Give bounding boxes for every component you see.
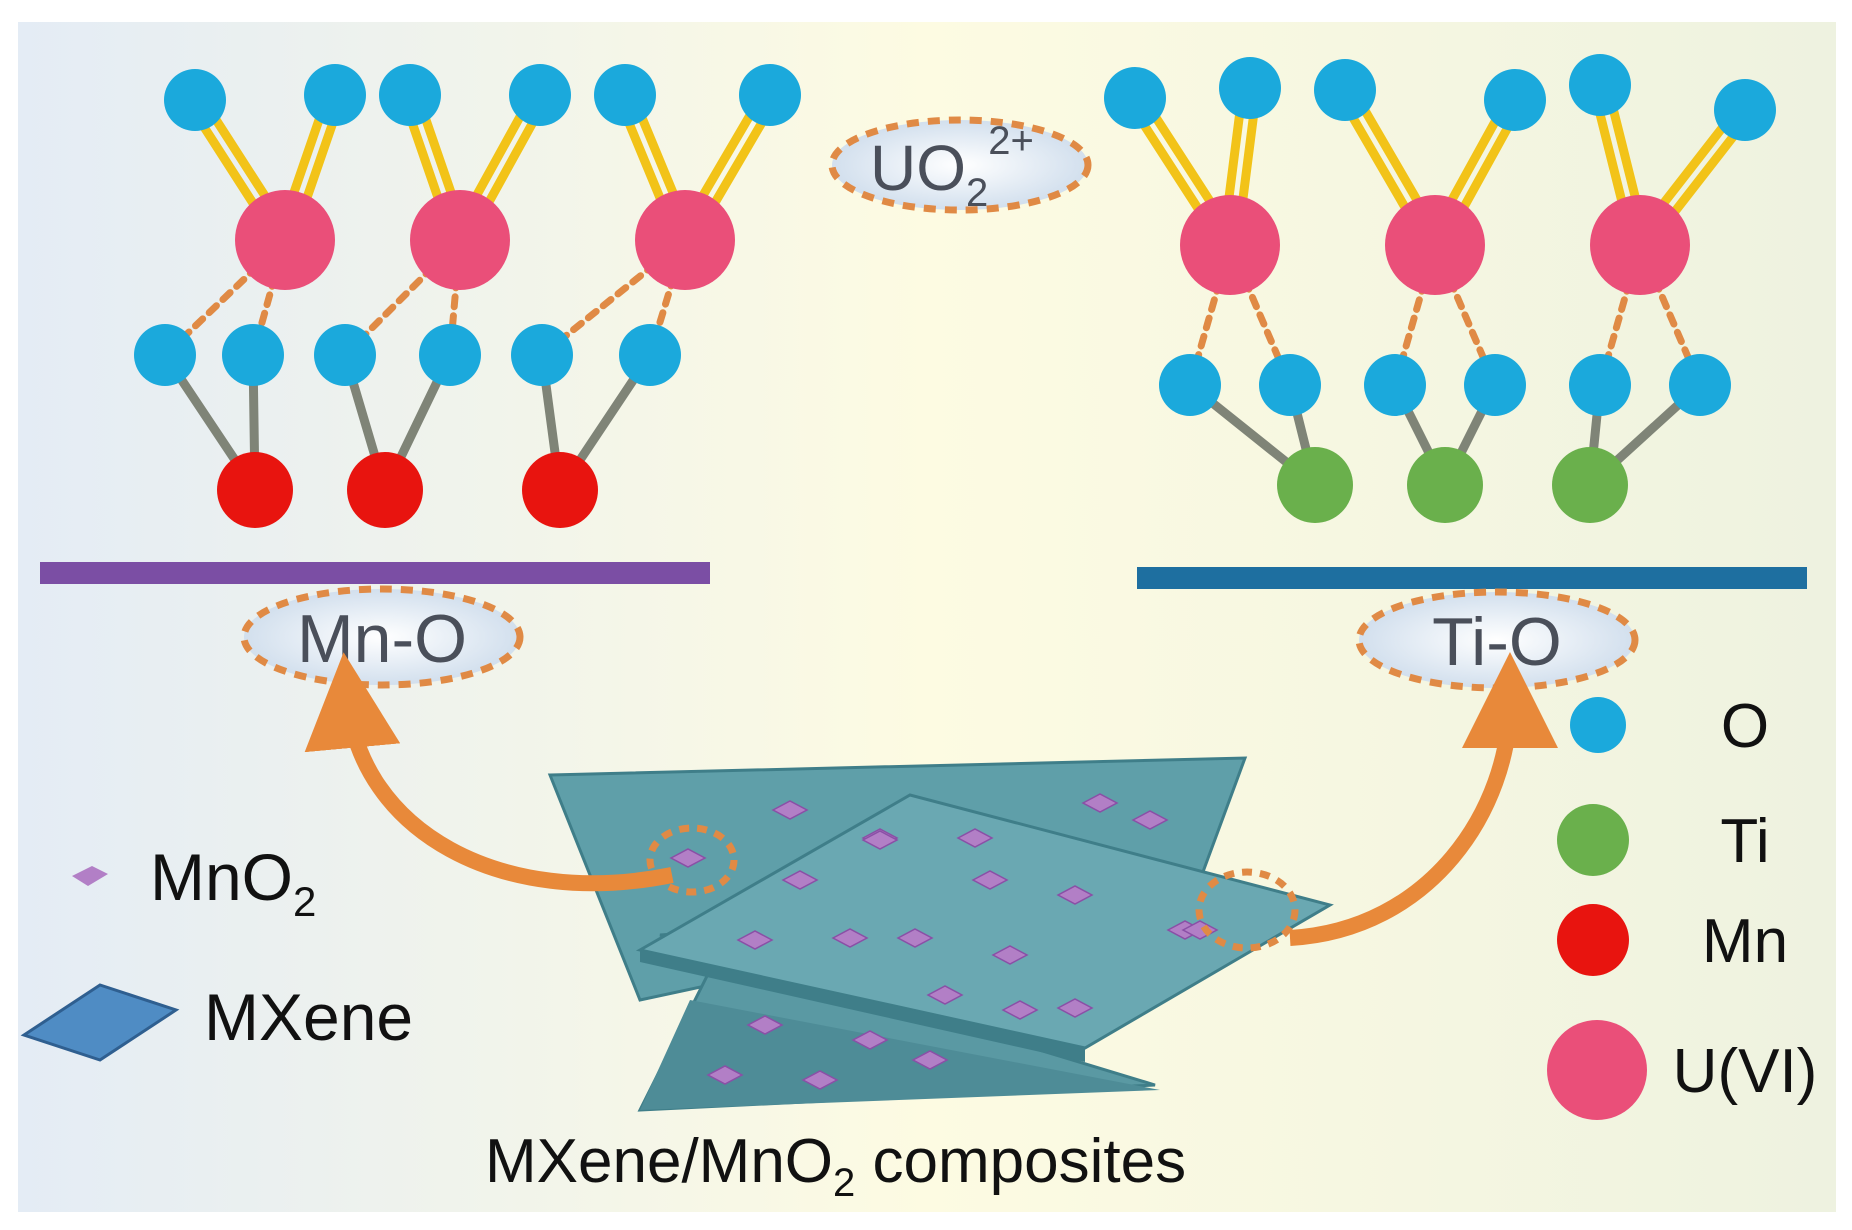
uranyl-oxygen-right-4 (1569, 54, 1631, 116)
uranium-atom-right-0 (1180, 195, 1280, 295)
legend-mn-swatch (1557, 904, 1629, 976)
manganese-atom-2 (522, 452, 598, 528)
mxene-legend-label: MXene (204, 980, 413, 1054)
mno2-particle-17 (746, 1015, 784, 1035)
surface-oxygen-left-4 (511, 324, 573, 386)
composite-caption: MXene/MnO (485, 1127, 833, 1196)
titanium-atom-0 (1277, 447, 1353, 523)
ti-o-bond-bubble: Ti-O (1355, 588, 1639, 692)
mno2-particle-12 (991, 945, 1029, 965)
mxene-sheet-top (635, 793, 1334, 1050)
uranyl-ion-bubble: UO22+ (828, 116, 1092, 215)
surface-oxygen-right-3 (1464, 354, 1526, 416)
surface-oxygen-left-5 (619, 324, 681, 386)
uranyl-oxygen-right-0 (1104, 67, 1166, 129)
uranium-atom-left-1 (410, 190, 510, 290)
uranyl-superscript: 2+ (988, 119, 1034, 163)
svg-text:UO22+: UO22+ (870, 119, 1034, 215)
uranyl-oxygen-left-3 (509, 64, 571, 126)
uranium-atom-right-2 (1590, 195, 1690, 295)
mno2-particle-10 (831, 928, 869, 948)
svg-text:MXene/MnO2 composites: MXene/MnO2 composites (485, 1127, 1186, 1205)
mno2-particle-2 (1081, 793, 1119, 813)
mno2-particle-15 (1001, 1000, 1039, 1020)
mno2-particle-9 (736, 930, 774, 950)
mno2-particle-14 (926, 985, 964, 1005)
uranyl-oxygen-right-2 (1314, 59, 1376, 121)
surface-oxygen-left-1 (222, 324, 284, 386)
mno2-particle-21 (801, 1070, 839, 1090)
mno2-highlight-circle (646, 824, 738, 896)
composite-sheets (547, 756, 1334, 1112)
left-legend: MnO2 MXene (20, 840, 413, 1062)
surface-oxygen-left-2 (314, 324, 376, 386)
mno2-particle-6 (781, 870, 819, 890)
uranyl-subscript: 2 (966, 171, 988, 215)
uranyl-oxygen-left-5 (739, 64, 801, 126)
mno2-particle-4 (861, 830, 899, 850)
arrow-to-mn-o (304, 652, 674, 892)
surface-oxygen-right-5 (1669, 354, 1731, 416)
surface-oxygen-right-1 (1259, 354, 1321, 416)
sheet-icon (20, 983, 180, 1062)
mno2-particle-5 (956, 828, 994, 848)
mno2-particle-20 (706, 1065, 744, 1085)
uranyl-oxygen-right-5 (1714, 79, 1776, 141)
manganese-atom-0 (217, 452, 293, 528)
mno2-legend-label: MnO (150, 840, 293, 914)
uranium-atom-left-2 (635, 190, 735, 290)
uranyl-oxygen-left-4 (594, 64, 656, 126)
mn-o-label: Mn-O (297, 601, 467, 677)
mno2-particle-0 (771, 800, 809, 820)
uranyl-oxygen-right-1 (1219, 57, 1281, 119)
ti-o-label: Ti-O (1432, 604, 1562, 680)
legend-o-label: O (1721, 692, 1769, 761)
legend-ti-swatch (1557, 804, 1629, 876)
legend-o-swatch (1570, 697, 1626, 753)
legend-uvi-label: U(VI) (1673, 1037, 1818, 1106)
mno2-particle-16 (1056, 998, 1094, 1018)
uranyl-oxygen-left-1 (304, 64, 366, 126)
surface-oxygen-left-0 (134, 324, 196, 386)
surface-oxygen-left-3 (419, 324, 481, 386)
uranyl-oxygen-left-2 (379, 64, 441, 126)
mno2-particle-layer (669, 793, 1219, 1090)
surface-oxygen-right-4 (1569, 354, 1631, 416)
legend-ti-label: Ti (1720, 807, 1769, 876)
manganese-atom-1 (347, 452, 423, 528)
svg-text:MnO2: MnO2 (150, 840, 316, 925)
atom-layer (134, 54, 1776, 528)
uranyl-oxygen-right-3 (1484, 69, 1546, 131)
legend-mn-label: Mn (1702, 907, 1788, 976)
surface-oxygen-right-2 (1364, 354, 1426, 416)
legend-uvi-swatch (1547, 1020, 1647, 1120)
rhombus-particle-icon (72, 866, 108, 886)
mno2-particle-19 (911, 1050, 949, 1070)
uranium-atom-right-1 (1385, 195, 1485, 295)
titanium-atom-1 (1407, 447, 1483, 523)
uranyl-label: UO (870, 132, 966, 204)
mno2-particle-11 (896, 928, 934, 948)
mno2-particle-8 (1056, 885, 1094, 905)
composite-caption-subscript: 2 (833, 1161, 855, 1205)
mno2-particle-7 (971, 870, 1009, 890)
mno2-particle-22 (669, 848, 707, 868)
mno2-legend-subscript: 2 (293, 878, 316, 925)
mno2-particle-3 (1131, 810, 1169, 830)
mxene-highlight-circle (1195, 868, 1299, 952)
composite-caption-suffix: composites (855, 1127, 1186, 1196)
uranyl-oxygen-left-0 (164, 69, 226, 131)
mno2-surface-bar (40, 562, 710, 584)
mn-o-bond-bubble: Mn-O (240, 585, 524, 689)
uranium-atom-left-0 (235, 190, 335, 290)
arrow-to-ti-o (1289, 652, 1558, 946)
mxene-surface-bar (1137, 567, 1807, 589)
mxene-sheet-top-edge (640, 950, 1085, 1062)
titanium-atom-2 (1552, 447, 1628, 523)
surface-oxygen-right-0 (1159, 354, 1221, 416)
mno2-particle-18 (851, 1030, 889, 1050)
